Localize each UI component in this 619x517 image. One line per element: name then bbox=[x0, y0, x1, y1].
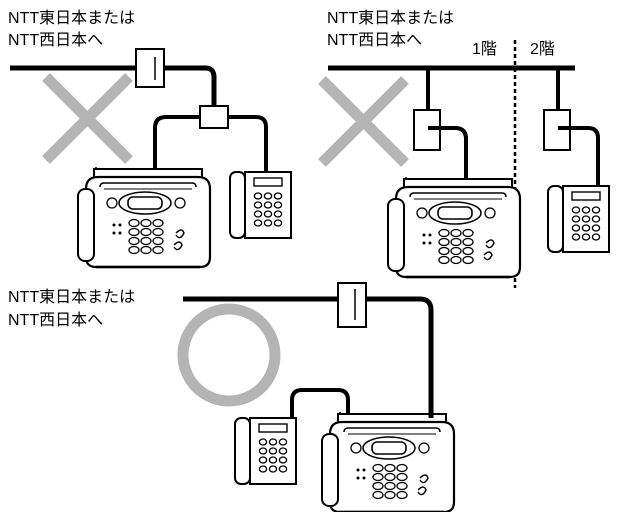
cross-mark-icon bbox=[318, 76, 409, 167]
junction-box-icon bbox=[135, 48, 165, 88]
cross-mark-icon bbox=[42, 73, 133, 164]
junction-box-icon bbox=[199, 105, 229, 129]
fax-machine-icon bbox=[76, 165, 212, 269]
floor-label-1: 1階 bbox=[472, 41, 497, 58]
telephone-icon bbox=[234, 417, 297, 485]
fax-branch-line bbox=[153, 115, 200, 170]
fax-machine-icon bbox=[386, 175, 522, 279]
line-label-top-left-1: NTT東日本または bbox=[8, 10, 136, 27]
line-label-bottom-2: NTT西日本へ bbox=[8, 312, 104, 329]
phone-line bbox=[183, 296, 434, 418]
phone-branch-line bbox=[228, 115, 268, 174]
line-label-top-right-2: NTT西日本へ bbox=[327, 32, 423, 49]
floor-label-2: 2階 bbox=[530, 41, 555, 58]
phone-line bbox=[10, 65, 217, 117]
fax-machine-icon bbox=[320, 410, 456, 514]
line-label-top-left-2: NTT西日本へ bbox=[8, 32, 104, 49]
diagram-top-left bbox=[10, 48, 292, 269]
fax-branch-line bbox=[428, 126, 468, 178]
line-label-top-right-1: NTT東日本または bbox=[327, 10, 455, 27]
phone-branch-line bbox=[558, 126, 600, 190]
line-label-bottom-1: NTT東日本または bbox=[8, 289, 136, 306]
circle-mark-icon bbox=[177, 303, 281, 407]
diagram-bottom bbox=[177, 282, 456, 514]
telephone-icon bbox=[229, 171, 292, 239]
phone-to-fax-line bbox=[290, 388, 350, 420]
junction-box-icon bbox=[337, 282, 367, 328]
diagram-top-right bbox=[318, 40, 610, 288]
telephone-icon bbox=[547, 185, 610, 253]
